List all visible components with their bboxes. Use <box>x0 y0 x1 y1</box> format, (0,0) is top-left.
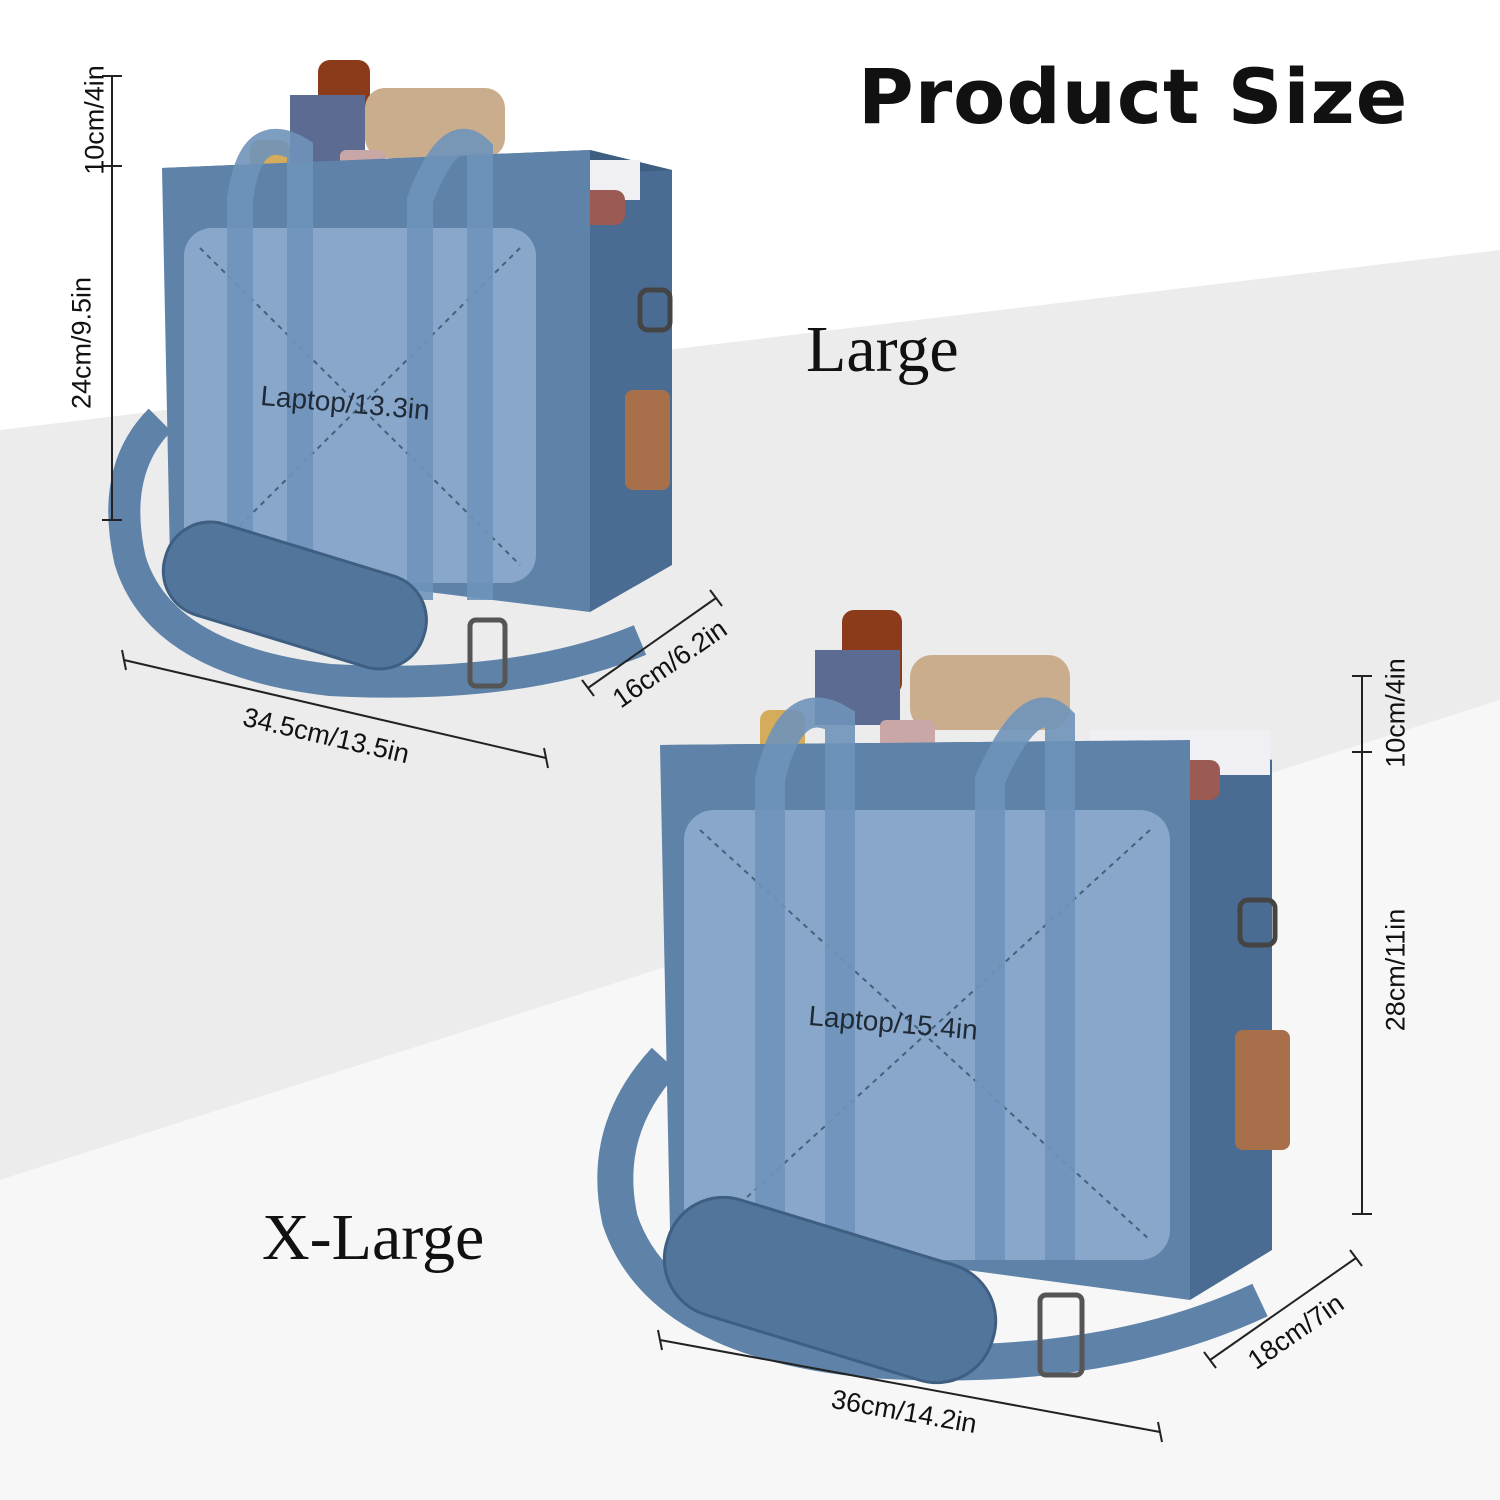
dim-height-xlarge: 28cm/11in <box>1380 908 1411 1032</box>
page-title: Product Size <box>858 52 1409 141</box>
dimension-lines <box>102 75 1372 1443</box>
dim-handle-height-xlarge: 10cm/4in <box>1380 658 1411 768</box>
shoulder-pad-large <box>161 520 428 671</box>
strap-buckle-large <box>467 617 508 689</box>
large-bag-image <box>108 60 673 698</box>
strap-buckle-xlarge <box>1037 1292 1085 1378</box>
dim-handle-height-large: 10cm/4in <box>79 65 110 175</box>
shoulder-pad-xlarge <box>662 1195 998 1385</box>
leather-tab-large <box>625 390 670 490</box>
size-name-xlarge: X-Large <box>262 1201 485 1274</box>
dim-height-large: 24cm/9.5in <box>66 276 97 410</box>
xlarge-bag-image <box>597 610 1290 1385</box>
leather-tab-xlarge <box>1235 1030 1290 1150</box>
size-name-large: Large <box>806 313 959 386</box>
